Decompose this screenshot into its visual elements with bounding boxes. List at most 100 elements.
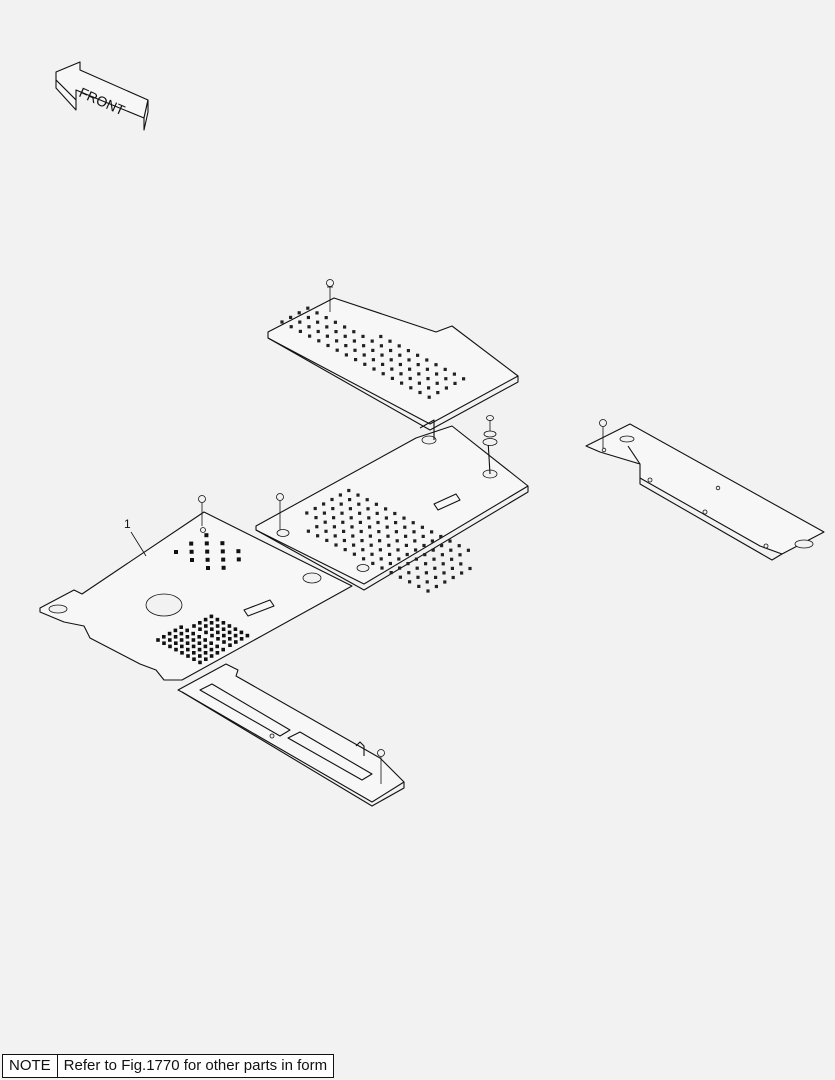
perforation bbox=[396, 548, 400, 552]
perforation bbox=[354, 358, 358, 362]
perforation bbox=[335, 348, 339, 352]
perforation bbox=[368, 534, 372, 538]
perforation bbox=[221, 647, 225, 652]
perforation bbox=[289, 315, 293, 319]
perforation bbox=[380, 353, 384, 357]
perforation bbox=[416, 363, 420, 367]
perforation bbox=[322, 502, 326, 506]
note-table: NOTE Refer to Fig.1770 for other parts i… bbox=[2, 1054, 335, 1078]
perforation bbox=[379, 557, 383, 561]
callout-1: 1 bbox=[124, 517, 147, 557]
perforation bbox=[353, 348, 357, 352]
perforation bbox=[361, 334, 365, 338]
upper-perforated-cover bbox=[267, 297, 519, 431]
perforation bbox=[368, 525, 372, 529]
perforation bbox=[395, 539, 399, 543]
perforation bbox=[192, 651, 196, 655]
perforation bbox=[203, 644, 208, 649]
perforation bbox=[414, 548, 418, 552]
perforation bbox=[427, 386, 431, 390]
perforation bbox=[173, 635, 178, 639]
perforation bbox=[343, 334, 347, 338]
perforation bbox=[180, 651, 184, 655]
perforation bbox=[205, 557, 210, 562]
perforation bbox=[375, 511, 379, 515]
perforation bbox=[398, 566, 402, 570]
perforation bbox=[389, 358, 393, 362]
perforation bbox=[369, 543, 373, 547]
perforation bbox=[280, 320, 284, 324]
perforation bbox=[390, 376, 394, 380]
perforation bbox=[204, 533, 209, 538]
perforation bbox=[197, 635, 201, 639]
perforation bbox=[389, 348, 393, 353]
perforation bbox=[398, 362, 402, 367]
perforation bbox=[349, 516, 353, 520]
perforation bbox=[162, 635, 166, 639]
perforation bbox=[298, 329, 302, 333]
perforation bbox=[394, 530, 398, 534]
perforation bbox=[167, 631, 172, 636]
perforation bbox=[440, 544, 444, 548]
perforation bbox=[239, 637, 244, 641]
perforation bbox=[343, 325, 347, 329]
perforation bbox=[315, 525, 319, 529]
perforation bbox=[451, 575, 455, 580]
perforation bbox=[360, 539, 364, 543]
screw-base-plate bbox=[198, 495, 206, 526]
perforation bbox=[381, 372, 385, 376]
perforation bbox=[306, 529, 310, 533]
perforation bbox=[449, 548, 453, 552]
perforation bbox=[407, 358, 411, 362]
perforation bbox=[339, 502, 343, 506]
perforation bbox=[174, 641, 178, 645]
perforation bbox=[197, 647, 202, 652]
perforation bbox=[433, 566, 437, 570]
perforation bbox=[430, 539, 434, 543]
perforation bbox=[307, 325, 311, 329]
perforation bbox=[434, 363, 438, 367]
right-rail-bracket bbox=[585, 423, 825, 561]
perforation bbox=[185, 641, 190, 645]
perforation bbox=[426, 589, 430, 593]
perforation bbox=[191, 631, 195, 636]
perforation bbox=[203, 638, 207, 642]
perforation bbox=[205, 549, 210, 554]
perforation bbox=[365, 498, 369, 502]
perforation bbox=[418, 390, 422, 395]
perforation bbox=[347, 488, 351, 493]
perforation bbox=[333, 534, 337, 538]
perforation bbox=[431, 548, 435, 552]
perforation bbox=[417, 381, 421, 385]
perforation bbox=[411, 521, 415, 525]
perforation bbox=[313, 506, 317, 511]
perforation bbox=[179, 638, 184, 642]
perforation bbox=[434, 575, 438, 579]
perforation bbox=[316, 534, 320, 538]
perforation bbox=[228, 643, 232, 647]
perforation bbox=[409, 386, 413, 390]
perforation bbox=[344, 353, 348, 357]
perforation bbox=[378, 548, 382, 552]
perforation bbox=[358, 511, 362, 515]
note-heading: NOTE bbox=[2, 1054, 58, 1078]
perforation bbox=[185, 635, 190, 639]
perforation bbox=[236, 549, 241, 554]
perforation bbox=[404, 543, 408, 547]
perforation bbox=[430, 530, 434, 534]
svg-text:1: 1 bbox=[124, 517, 131, 531]
perforation bbox=[338, 493, 342, 497]
perforation bbox=[192, 624, 196, 628]
perforation bbox=[215, 651, 220, 655]
perforation bbox=[340, 511, 344, 515]
perforation bbox=[420, 525, 424, 529]
perforation bbox=[432, 557, 436, 561]
perforation bbox=[204, 541, 209, 546]
perforation bbox=[352, 543, 356, 547]
perforation bbox=[220, 541, 225, 546]
perforation bbox=[221, 627, 226, 631]
perforation bbox=[332, 525, 336, 529]
perforation bbox=[387, 543, 391, 547]
perforation bbox=[316, 320, 320, 324]
perforation bbox=[374, 502, 378, 506]
